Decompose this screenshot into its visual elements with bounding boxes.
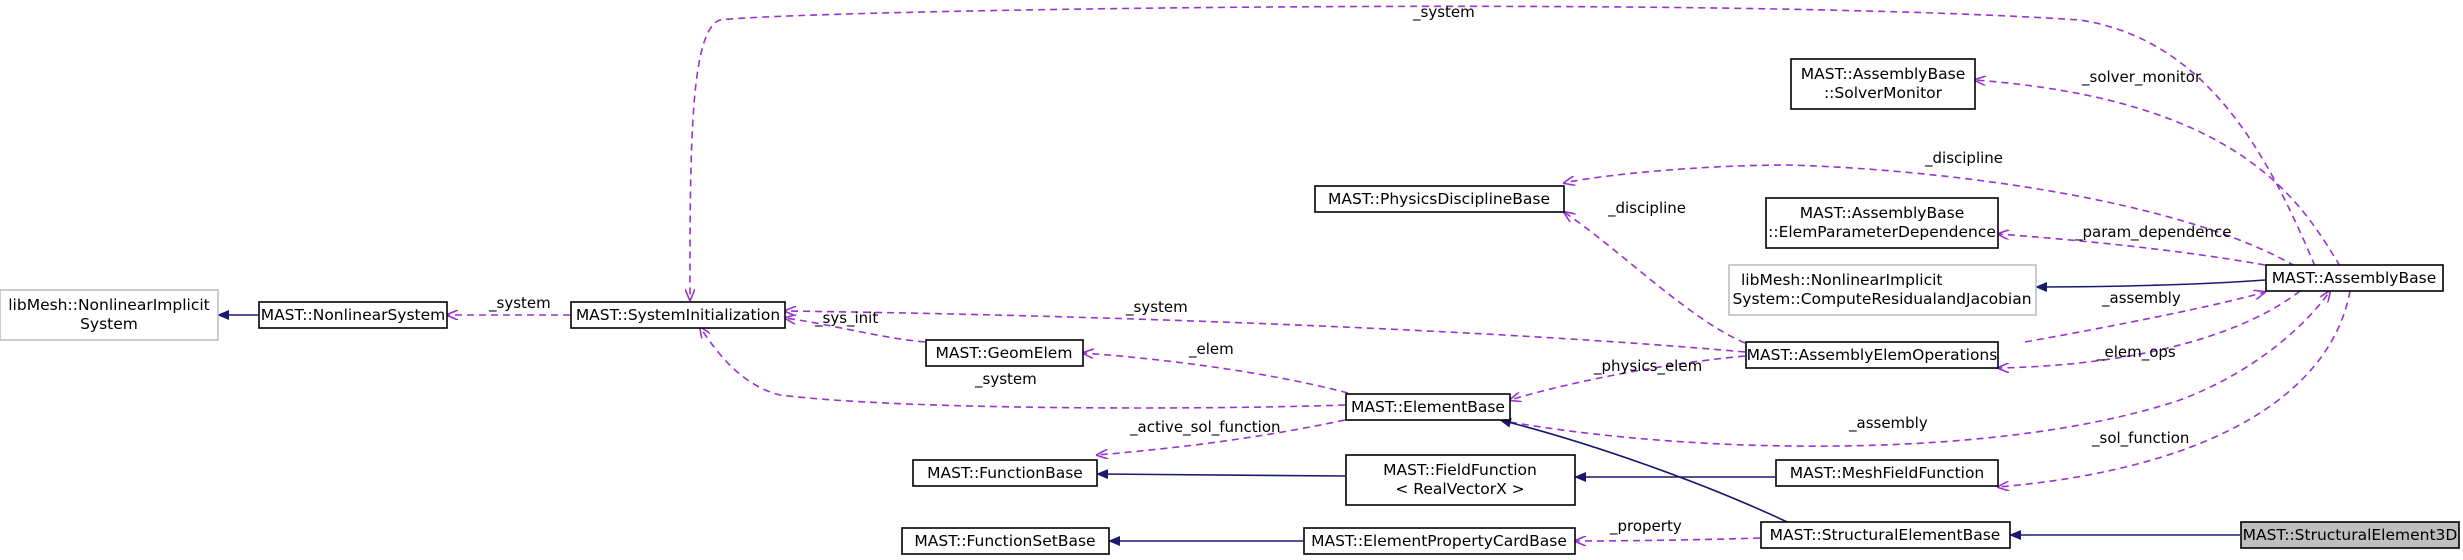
label-sys-init: _sys_init bbox=[814, 309, 878, 328]
label-system-aeo: _system bbox=[1125, 298, 1188, 317]
label-physics-elem: _physics_elem bbox=[1593, 357, 1702, 376]
node-nonlinear-system-label: MAST::NonlinearSystem bbox=[261, 306, 446, 324]
edge-inherit-element-base bbox=[1499, 417, 1801, 529]
node-solver-monitor[interactable]: MAST::AssemblyBase ::SolverMonitor bbox=[1790, 58, 1976, 110]
node-system-initialization-label: MAST::SystemInitialization bbox=[576, 306, 780, 324]
edge-sys-init bbox=[785, 318, 926, 343]
node-assembly-base-label: MAST::AssemblyBase bbox=[2272, 269, 2436, 287]
node-physics-discipline-base-label: MAST::PhysicsDisciplineBase bbox=[1328, 190, 1550, 208]
label-property: _property bbox=[1609, 517, 1682, 536]
node-element-property-card-base[interactable]: MAST::ElementPropertyCardBase bbox=[1303, 527, 1576, 555]
label-solver-monitor: _solver_monitor bbox=[2081, 68, 2202, 87]
node-geom-elem[interactable]: MAST::GeomElem bbox=[925, 339, 1084, 367]
node-system-initialization[interactable]: MAST::SystemInitialization bbox=[570, 301, 786, 329]
edge-param-dependence bbox=[1998, 234, 2266, 266]
edge-inherit-residual-jacobian bbox=[2035, 279, 2266, 292]
node-compute-residual-and-jacobian-line-2: System::ComputeResidualandJacobian bbox=[1732, 290, 2031, 308]
node-function-set-base[interactable]: MAST::FunctionSetBase bbox=[901, 527, 1110, 555]
label-system-elem: _system bbox=[974, 370, 1037, 389]
node-field-function[interactable]: MAST::FieldFunction < RealVectorX > bbox=[1345, 454, 1576, 506]
node-elem-parameter-dependence-line-1: MAST::AssemblyBase bbox=[1800, 204, 1964, 222]
edge-active-sol-function bbox=[1097, 419, 1346, 455]
node-nonlinear-system[interactable]: MAST::NonlinearSystem bbox=[258, 301, 448, 329]
node-function-set-base-label: MAST::FunctionSetBase bbox=[914, 532, 1095, 550]
label-param-dependence: _param_dependence bbox=[2074, 223, 2231, 242]
node-elem-parameter-dependence[interactable]: MAST::AssemblyBase ::ElemParameterDepend… bbox=[1765, 197, 1999, 249]
edge-discipline-aeo bbox=[1564, 212, 1746, 344]
usage-edges bbox=[447, 5, 2351, 541]
edge-system-top bbox=[690, 5, 2316, 300]
label-assembly-eb: _assembly bbox=[1848, 414, 1928, 433]
edge-elem bbox=[1083, 353, 1349, 394]
node-structural-element-3d[interactable]: MAST::StructuralElement3D bbox=[2240, 521, 2460, 549]
edge-solver-monitor bbox=[1975, 80, 2341, 267]
node-field-function-line-2: < RealVectorX > bbox=[1395, 480, 1524, 498]
node-function-base-label: MAST::FunctionBase bbox=[927, 464, 1083, 482]
label-discipline-ab: _discipline bbox=[1924, 149, 2003, 168]
node-element-base-label: MAST::ElementBase bbox=[1351, 398, 1505, 416]
label-sol-function: _sol_function bbox=[2091, 429, 2189, 448]
label-discipline-aeo: _discipline bbox=[1607, 199, 1686, 218]
node-compute-residual-and-jacobian[interactable]: libMesh::NonlinearImplicit System::Compu… bbox=[1728, 264, 2037, 316]
edge-elem-ops bbox=[1998, 290, 2301, 368]
edge-physics-elem bbox=[1510, 355, 1746, 400]
node-mesh-field-function-label: MAST::MeshFieldFunction bbox=[1790, 464, 1985, 482]
node-function-base[interactable]: MAST::FunctionBase bbox=[912, 459, 1098, 487]
edge-sol-function bbox=[1998, 290, 2351, 487]
node-assembly-elem-operations-label: MAST::AssemblyElemOperations bbox=[1747, 346, 1998, 364]
edge-assembly-eb bbox=[1509, 291, 2330, 447]
node-structural-element-base[interactable]: MAST::StructuralElementBase bbox=[1760, 521, 2011, 549]
edge-labels: _system _system _sys_init _system _syste… bbox=[488, 3, 2231, 536]
edge-assembly-aeo bbox=[2024, 292, 2265, 343]
node-compute-residual-and-jacobian-line-1: libMesh::NonlinearImplicit bbox=[1741, 271, 1942, 289]
label-system-top: _system bbox=[1412, 3, 1475, 22]
node-solver-monitor-line-2: ::SolverMonitor bbox=[1824, 84, 1943, 102]
node-element-base[interactable]: MAST::ElementBase bbox=[1345, 393, 1511, 421]
node-geom-elem-label: MAST::GeomElem bbox=[936, 344, 1073, 362]
node-assembly-base[interactable]: MAST::AssemblyBase bbox=[2265, 264, 2444, 292]
edge-system-aeo bbox=[785, 311, 1746, 353]
edge-discipline-ab bbox=[1564, 164, 2296, 267]
node-solver-monitor-line-1: MAST::AssemblyBase bbox=[1801, 65, 1965, 83]
edge-property bbox=[1575, 538, 1761, 541]
node-libmesh-nonlinear-implicit-system-line-2: System bbox=[80, 315, 138, 333]
label-elem-ops: _elem_ops bbox=[2096, 343, 2176, 362]
node-libmesh-nonlinear-implicit-system-line-1: libMesh::NonlinearImplicit bbox=[8, 296, 209, 314]
node-libmesh-nonlinear-implicit-system[interactable]: libMesh::NonlinearImplicit System bbox=[0, 289, 219, 341]
node-element-property-card-base-label: MAST::ElementPropertyCardBase bbox=[1311, 532, 1567, 550]
node-mesh-field-function[interactable]: MAST::MeshFieldFunction bbox=[1775, 459, 1999, 487]
node-assembly-elem-operations[interactable]: MAST::AssemblyElemOperations bbox=[1745, 341, 1999, 369]
inheritance-edges bbox=[217, 279, 2266, 546]
edge-system-elem bbox=[700, 327, 1346, 409]
label-active-sol-function: _active_sol_function bbox=[1129, 418, 1281, 437]
label-system-ns: _system bbox=[488, 294, 551, 313]
node-field-function-line-1: MAST::FieldFunction bbox=[1383, 461, 1537, 479]
node-elem-parameter-dependence-line-2: ::ElemParameterDependence bbox=[1768, 223, 1996, 241]
node-structural-element-base-label: MAST::StructuralElementBase bbox=[1770, 526, 2001, 544]
node-structural-element-3d-label: MAST::StructuralElement3D bbox=[2243, 526, 2458, 544]
edge-inherit-field-function bbox=[1096, 469, 1346, 480]
label-assembly-aeo: _assembly bbox=[2101, 289, 2181, 308]
label-elem: _elem bbox=[1188, 340, 1234, 359]
node-physics-discipline-base[interactable]: MAST::PhysicsDisciplineBase bbox=[1314, 185, 1565, 213]
